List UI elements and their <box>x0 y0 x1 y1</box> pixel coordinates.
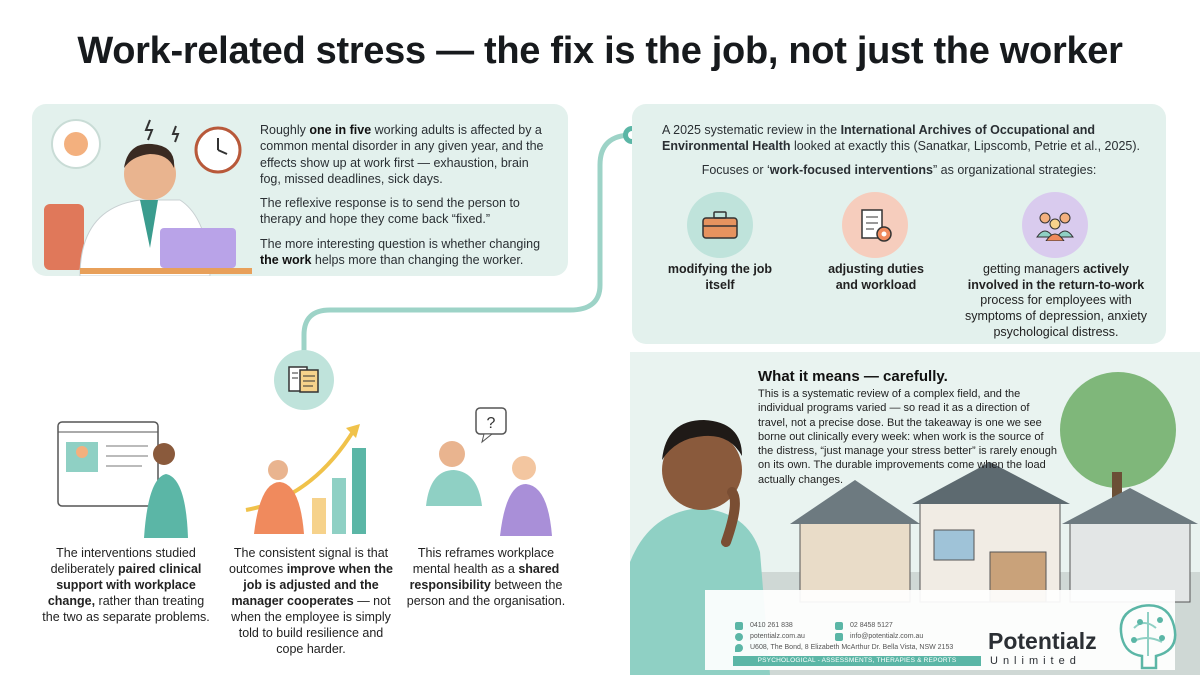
question-bubble-text: ? <box>487 415 496 432</box>
logo-wordmark: Potentialz <box>988 628 1097 654</box>
logo-subtitle: Unlimited <box>990 655 1081 667</box>
location-pin-icon <box>735 644 743 652</box>
email-icon <box>835 633 843 641</box>
globe-icon <box>735 633 743 641</box>
fax-icon <box>835 622 843 630</box>
review-heading: A 2025 systematic review in the Internat… <box>662 123 1140 154</box>
briefcase-icon <box>687 192 753 258</box>
phone-number-mobile[interactable]: 0410 261 838 <box>750 622 793 629</box>
email-link[interactable]: info@potentialz.com.au <box>850 633 924 640</box>
brain-tree-logo-icon <box>1119 604 1177 670</box>
intro-paragraph-2: The reflexive response is to send the pe… <box>260 196 520 227</box>
strategy-manager-involvement: getting managers actively involved in th… <box>964 262 1148 339</box>
review-subheading: Focuses or ‘work-focused interventions” … <box>701 163 1097 177</box>
team-icon <box>1022 192 1088 258</box>
intro-paragraph-1: Roughly one in five working adults is af… <box>260 123 544 186</box>
growth-chart-illustration <box>245 424 366 534</box>
finding-consistent-signal: The consistent signal is that outcomes i… <box>229 546 393 656</box>
finding-shared-responsibility: This reframes workplace mental health as… <box>406 546 566 608</box>
checklist-gear-icon <box>842 192 908 258</box>
strategy-adjust-duties: adjusting duties and workload <box>828 262 924 292</box>
stressed-worker-illustration <box>44 119 252 276</box>
document-icon <box>274 350 334 410</box>
intro-text: Roughly one in five working adults is af… <box>260 122 552 276</box>
phone-number-office[interactable]: 02 8458 5127 <box>850 622 893 629</box>
intro-paragraph-3: The more interesting question is whether… <box>260 236 541 267</box>
tree <box>1060 372 1176 488</box>
finding-paired-support: The interventions studied deliberately p… <box>42 546 210 624</box>
phone-icon <box>735 622 743 630</box>
page-title: Work-related stress — the fix is the job… <box>77 30 1123 72</box>
tagline-banner: PSYCHOLOGICAL - ASSESSMENTS, THERAPIES &… <box>733 656 981 666</box>
meaning-text: This is a systematic review of a complex… <box>758 388 1057 486</box>
website-link[interactable]: potentialz.com.au <box>750 633 805 640</box>
shared-responsibility-illustration: ? <box>426 407 552 536</box>
meaning-title: What it means — carefully. <box>758 368 948 385</box>
address-text: U608, The Bond, 8 Elizabeth McArthur Dr.… <box>750 644 954 651</box>
clinical-support-illustration <box>57 421 188 538</box>
strategy-modify-job: modifying the job itself <box>667 262 773 292</box>
